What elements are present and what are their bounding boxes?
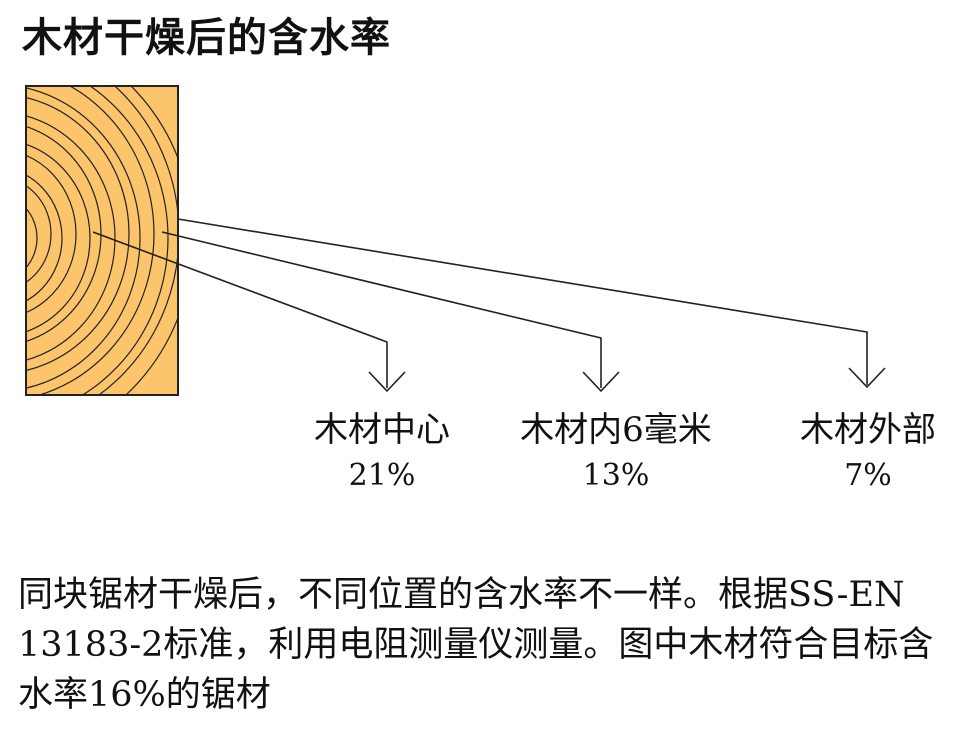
zone-6mm-moisture: 13%	[582, 458, 650, 493]
growth-ring	[26, 143, 91, 333]
arrowhead-center	[368, 371, 406, 393]
zone-center-moisture: 21%	[348, 458, 416, 493]
arrowhead-6mm	[582, 371, 620, 393]
growth-ring	[26, 87, 141, 389]
pointer-line-6mm	[161, 231, 602, 388]
growth-ring	[26, 207, 38, 269]
page-title: 木材干燥后的含水率	[22, 15, 391, 61]
wood-cross-section	[25, 85, 179, 396]
growth-ring	[37, 86, 155, 395]
pointer-line-center	[92, 231, 388, 388]
zone-outer-label: 木材外部 7%	[738, 408, 969, 496]
growth-ring	[81, 86, 169, 395]
wood-board	[25, 85, 179, 396]
description-text: 同块锯材干燥后，不同位置的含水率不一样。根据SS-EN 13183-2标准，利用…	[18, 575, 934, 715]
zone-outer-name: 木材外部	[800, 410, 936, 450]
pointer-line-outer	[177, 218, 868, 385]
zone-6mm-label: 木材内6毫米 13%	[486, 408, 746, 496]
zone-6mm-name: 木材内6毫米	[520, 410, 712, 450]
growth-ring	[26, 115, 116, 361]
pointer-lines	[92, 218, 886, 393]
zone-center-label: 木材中心 21%	[252, 408, 512, 496]
growth-rings	[26, 86, 178, 395]
growth-ring	[26, 154, 77, 314]
zone-center-name: 木材中心	[314, 410, 450, 450]
zone-outer-moisture: 7%	[844, 458, 892, 493]
arrowhead-outer	[848, 367, 886, 389]
growth-ring	[26, 184, 52, 284]
growth-ring	[26, 174, 63, 302]
growth-ring	[26, 96, 130, 372]
growth-ring	[26, 125, 102, 343]
